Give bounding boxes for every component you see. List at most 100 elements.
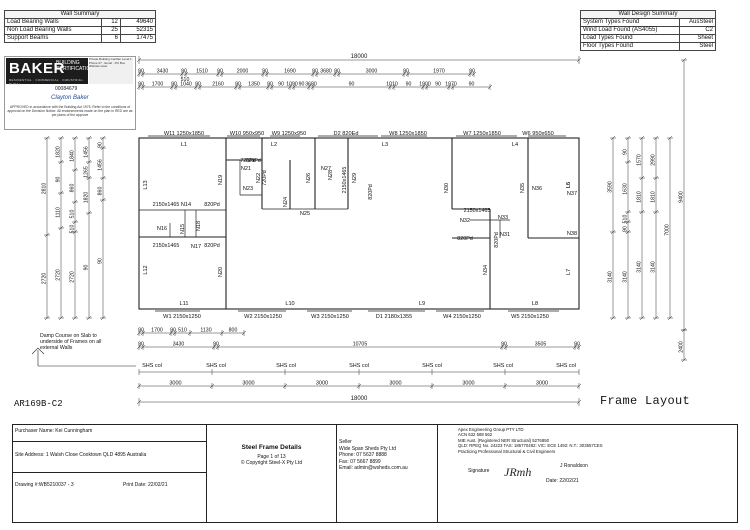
window-label: W6 950x650 — [522, 131, 553, 137]
wall-label: N22 — [256, 173, 262, 183]
dimension-label: 90 — [138, 69, 144, 75]
dimension-label: 1810 — [637, 191, 643, 203]
dimension-label: 90 — [235, 82, 241, 88]
wall-label: N38 — [567, 231, 577, 237]
dimension-label: 1510 — [196, 69, 208, 75]
dimension-label: 90 — [267, 82, 273, 88]
dimension-label: 90 — [181, 69, 187, 75]
engineer-cell: Apex Engineering Group PTY LTD ACN 632 5… — [437, 424, 738, 523]
certifier-signature: Clayton Baker — [51, 95, 89, 101]
window-label: W10 950x950 — [230, 131, 265, 137]
opening-label: 820Pd — [368, 184, 374, 200]
wall-label: N24 — [283, 197, 289, 207]
dimension-label: 2720 — [70, 271, 76, 283]
dimension-label: 7000 — [665, 224, 671, 236]
purchaser-name: Purchaser Name: Kei Cunningham — [13, 425, 206, 442]
dimension-label: 510 — [70, 210, 76, 219]
dimension-label: 3140 — [608, 271, 614, 283]
dimension-label: 1970 — [433, 69, 445, 75]
dimension-label: 2720 — [42, 273, 48, 285]
dimension-label: 860 — [70, 184, 76, 193]
wall-label: N15 — [180, 224, 186, 234]
dimension-label: 1820 — [56, 146, 62, 158]
dimension-label: 800 — [229, 328, 238, 334]
dimension-label: 2720 — [56, 269, 62, 281]
seller-name: Wide Span Sheds Pty Ltd — [339, 445, 396, 452]
stamp-contact: Private Building Certifier Level 1 Phone… — [89, 57, 133, 84]
wall-label: N35 — [520, 183, 526, 193]
opening-label: 820Pd — [204, 243, 220, 249]
approval-text: APPROVED in accordance with the Building… — [7, 105, 133, 118]
wall-label: N26 — [306, 173, 312, 183]
dimension-label: 1840 — [70, 150, 76, 162]
engineer-name: Apex Engineering Group PTY LTD — [458, 427, 524, 432]
certification-stamp: BAKER BUILDING CERTIFICATION RESIDENTIAL… — [4, 56, 136, 130]
wall-label: N19 — [218, 175, 224, 185]
section-dimension: 3000 — [316, 381, 328, 387]
wall-label: L2 — [271, 142, 277, 148]
section-dimension: 3000 — [536, 381, 548, 387]
dimension-label: 1130 — [200, 328, 211, 334]
logo-tagline: RESIDENTIAL · COMMERCIAL · INDUSTRIAL · … — [9, 78, 86, 86]
dimension-label: 90 — [195, 82, 201, 88]
dimension-label: 1110 — [56, 207, 62, 218]
dimension-label: 1350 — [248, 82, 260, 88]
dimension-label: 90 — [574, 342, 580, 348]
dimension-label: 510 — [178, 328, 187, 334]
dimension-label: 90 — [312, 69, 318, 75]
wall-label: L9 — [419, 301, 425, 307]
dimension-label: 90 — [299, 82, 305, 88]
window-label: W11 1250x1850 — [164, 131, 204, 137]
dimension-label: 1630 — [623, 183, 629, 195]
dimension-label: 2810 — [42, 183, 48, 195]
drawing-number: Drawing #:WB5210037 - 3 — [15, 482, 74, 488]
dimension-label: 10705 — [353, 342, 368, 348]
wall-label: N14 — [181, 202, 191, 208]
dimension-label: 90 — [278, 82, 284, 88]
wall-label: L13 — [143, 180, 149, 189]
dimension-label: 1456 — [98, 159, 104, 171]
engineer-practice: Practicing Professional Structural & Civ… — [458, 448, 556, 454]
dimension-label: 90 — [217, 69, 223, 75]
note-arrow — [31, 347, 136, 367]
wall-label: N36 — [532, 186, 542, 192]
dimension-label: 510 — [70, 225, 76, 234]
section-dimension: 3000 — [242, 381, 254, 387]
seller-email: Email: admin@wsheds.com.au — [339, 465, 408, 471]
wall-frames — [138, 135, 580, 312]
dimension-label: 90 — [349, 82, 355, 88]
dimension-label: 1970 — [445, 82, 457, 88]
shs-column-label: SHS col — [422, 363, 442, 369]
dimension-label: 3505 — [535, 342, 547, 348]
window-label: W8 1250x1850 — [389, 131, 427, 137]
wall-label: N37 — [567, 191, 577, 197]
wall-label: L3 — [382, 142, 388, 148]
section-dimension: 3000 — [169, 381, 181, 387]
opening-label: 2150x1465 — [153, 202, 180, 208]
engineer-acn: ACN 632 588 562 — [458, 432, 493, 438]
dimension-label: 90 — [623, 226, 629, 232]
opening-label: 820Pd — [457, 236, 473, 242]
dimension-label: 1820 — [84, 192, 90, 204]
dimension-label: 90 — [56, 177, 62, 183]
wall-label: L7 — [566, 269, 572, 275]
seller-phone: Phone: 07 5637 8888 — [339, 452, 387, 458]
window-label: D2 820Ed — [334, 131, 359, 137]
dimension-label: 3430 — [173, 342, 185, 348]
dimension-label: 90 — [262, 69, 268, 75]
dimension-label: 90 — [406, 82, 412, 88]
dimension-label: 3140 — [637, 261, 643, 273]
sheet-title: Steel Frame Details — [241, 444, 302, 451]
logo-brand: BAKER — [9, 60, 65, 77]
wall-label: N32 — [460, 218, 470, 224]
window-label: W3 2150x1250 — [311, 314, 349, 320]
dimension-label: 90 — [98, 258, 104, 264]
wall-label: L11 — [180, 301, 189, 307]
certificate-number: 00084679 — [55, 86, 78, 92]
dimension-label: 90 — [501, 342, 507, 348]
dimension-label: 90 — [469, 69, 475, 75]
shs-column-label: SHS col — [493, 363, 513, 369]
dimension-label: 1900 — [419, 82, 431, 88]
